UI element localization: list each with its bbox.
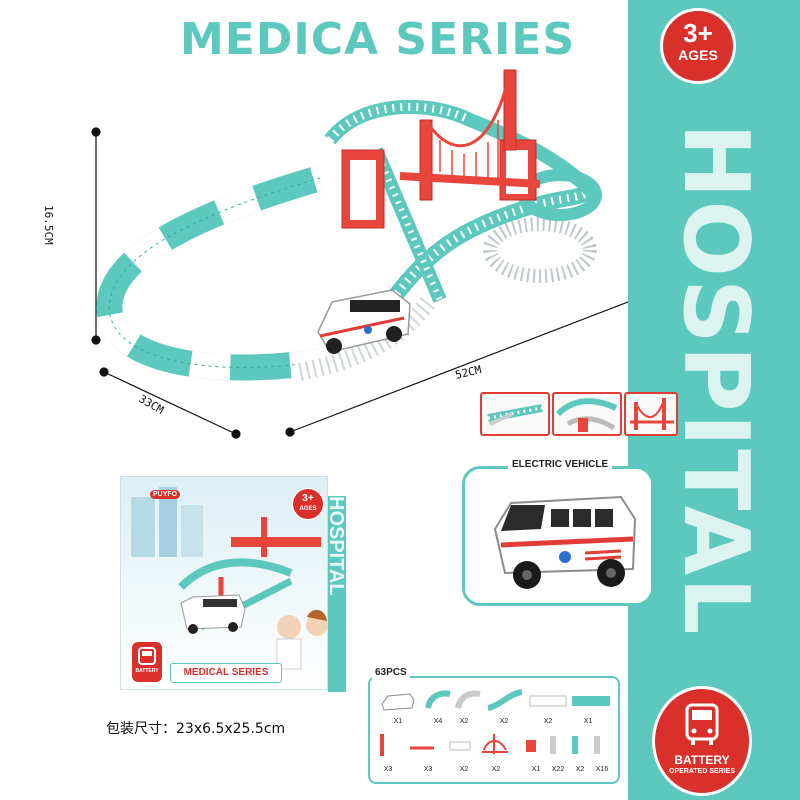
package-battery-badge: BATTERY [132, 642, 162, 682]
package-age-badge: 3+ AGES [292, 488, 324, 520]
parts-panel: X1 X4 X2 X2 X2 X1 X3 X3 X2 X2 X1 X22 X2 … [368, 676, 620, 784]
parts-row-2 [380, 734, 600, 756]
age-badge-plus: 3+ [683, 18, 713, 48]
parts-qty: X1 [531, 766, 541, 773]
battery-badge: BATTERY OPERATED SERIES [652, 686, 752, 796]
package-age-plus: 3+ [302, 493, 314, 504]
package-side-band [328, 496, 346, 692]
package-age-word: AGES [299, 506, 317, 512]
electric-vehicle-label: ELECTRIC VEHICLE [508, 458, 613, 472]
bridge [341, 69, 537, 229]
page-title: MEDICA SERIES [180, 14, 576, 65]
parts-qty: X2 [499, 718, 509, 725]
spiral-track-icon [555, 398, 618, 432]
package-size-text: 包装尺寸：23x6.5x25.5cm [106, 721, 286, 737]
parts-qty: X3 [423, 766, 433, 773]
package-side-text: HOSPITAL [325, 496, 347, 596]
bridge-icon [630, 398, 674, 430]
thumbnail-spiral [552, 392, 622, 436]
parts-qty: X22 [551, 766, 565, 773]
dimension-lines [91, 127, 628, 439]
parts-qty: X1 [393, 718, 403, 725]
ambulance-icon [493, 495, 637, 589]
electric-vehicle-panel [462, 466, 654, 606]
package-series-banner: MEDICAL SERIES [170, 663, 282, 683]
parts-qty: X2 [459, 766, 469, 773]
track-piece-icon [487, 404, 543, 426]
thumbnail-bridge [624, 392, 678, 436]
side-band-text: HOSPITAL [663, 123, 768, 637]
thumbnail-track-piece [480, 392, 550, 436]
battery-badge-title: BATTERY [674, 753, 730, 767]
bus-icon [685, 703, 719, 745]
parts-qty: X4 [433, 718, 443, 725]
parts-count-label: 63PCS [372, 666, 410, 680]
dimension-height: 16.5CM [42, 205, 55, 245]
parts-qty: X2 [543, 718, 553, 725]
package-logo: PUYFO [150, 490, 181, 499]
package-battery-label: BATTERY [135, 668, 159, 674]
parts-row-1 [381, 689, 610, 711]
age-badge: 3+ AGES [660, 8, 736, 84]
ambulance-toy [317, 289, 411, 354]
battery-badge-subtitle: OPERATED SERIES [669, 768, 735, 775]
parts-qty: X2 [459, 718, 469, 725]
parts-qty: X3 [383, 766, 393, 773]
age-badge-word: AGES [678, 47, 718, 63]
track-illustration [91, 69, 628, 439]
parts-qty: X2 [575, 766, 585, 773]
package-illustration [131, 487, 327, 670]
bus-icon [138, 647, 156, 665]
parts-qty: X16 [595, 766, 609, 773]
parts-icons [380, 689, 610, 756]
parts-qty: X1 [583, 718, 593, 725]
parts-qty: X2 [491, 766, 501, 773]
